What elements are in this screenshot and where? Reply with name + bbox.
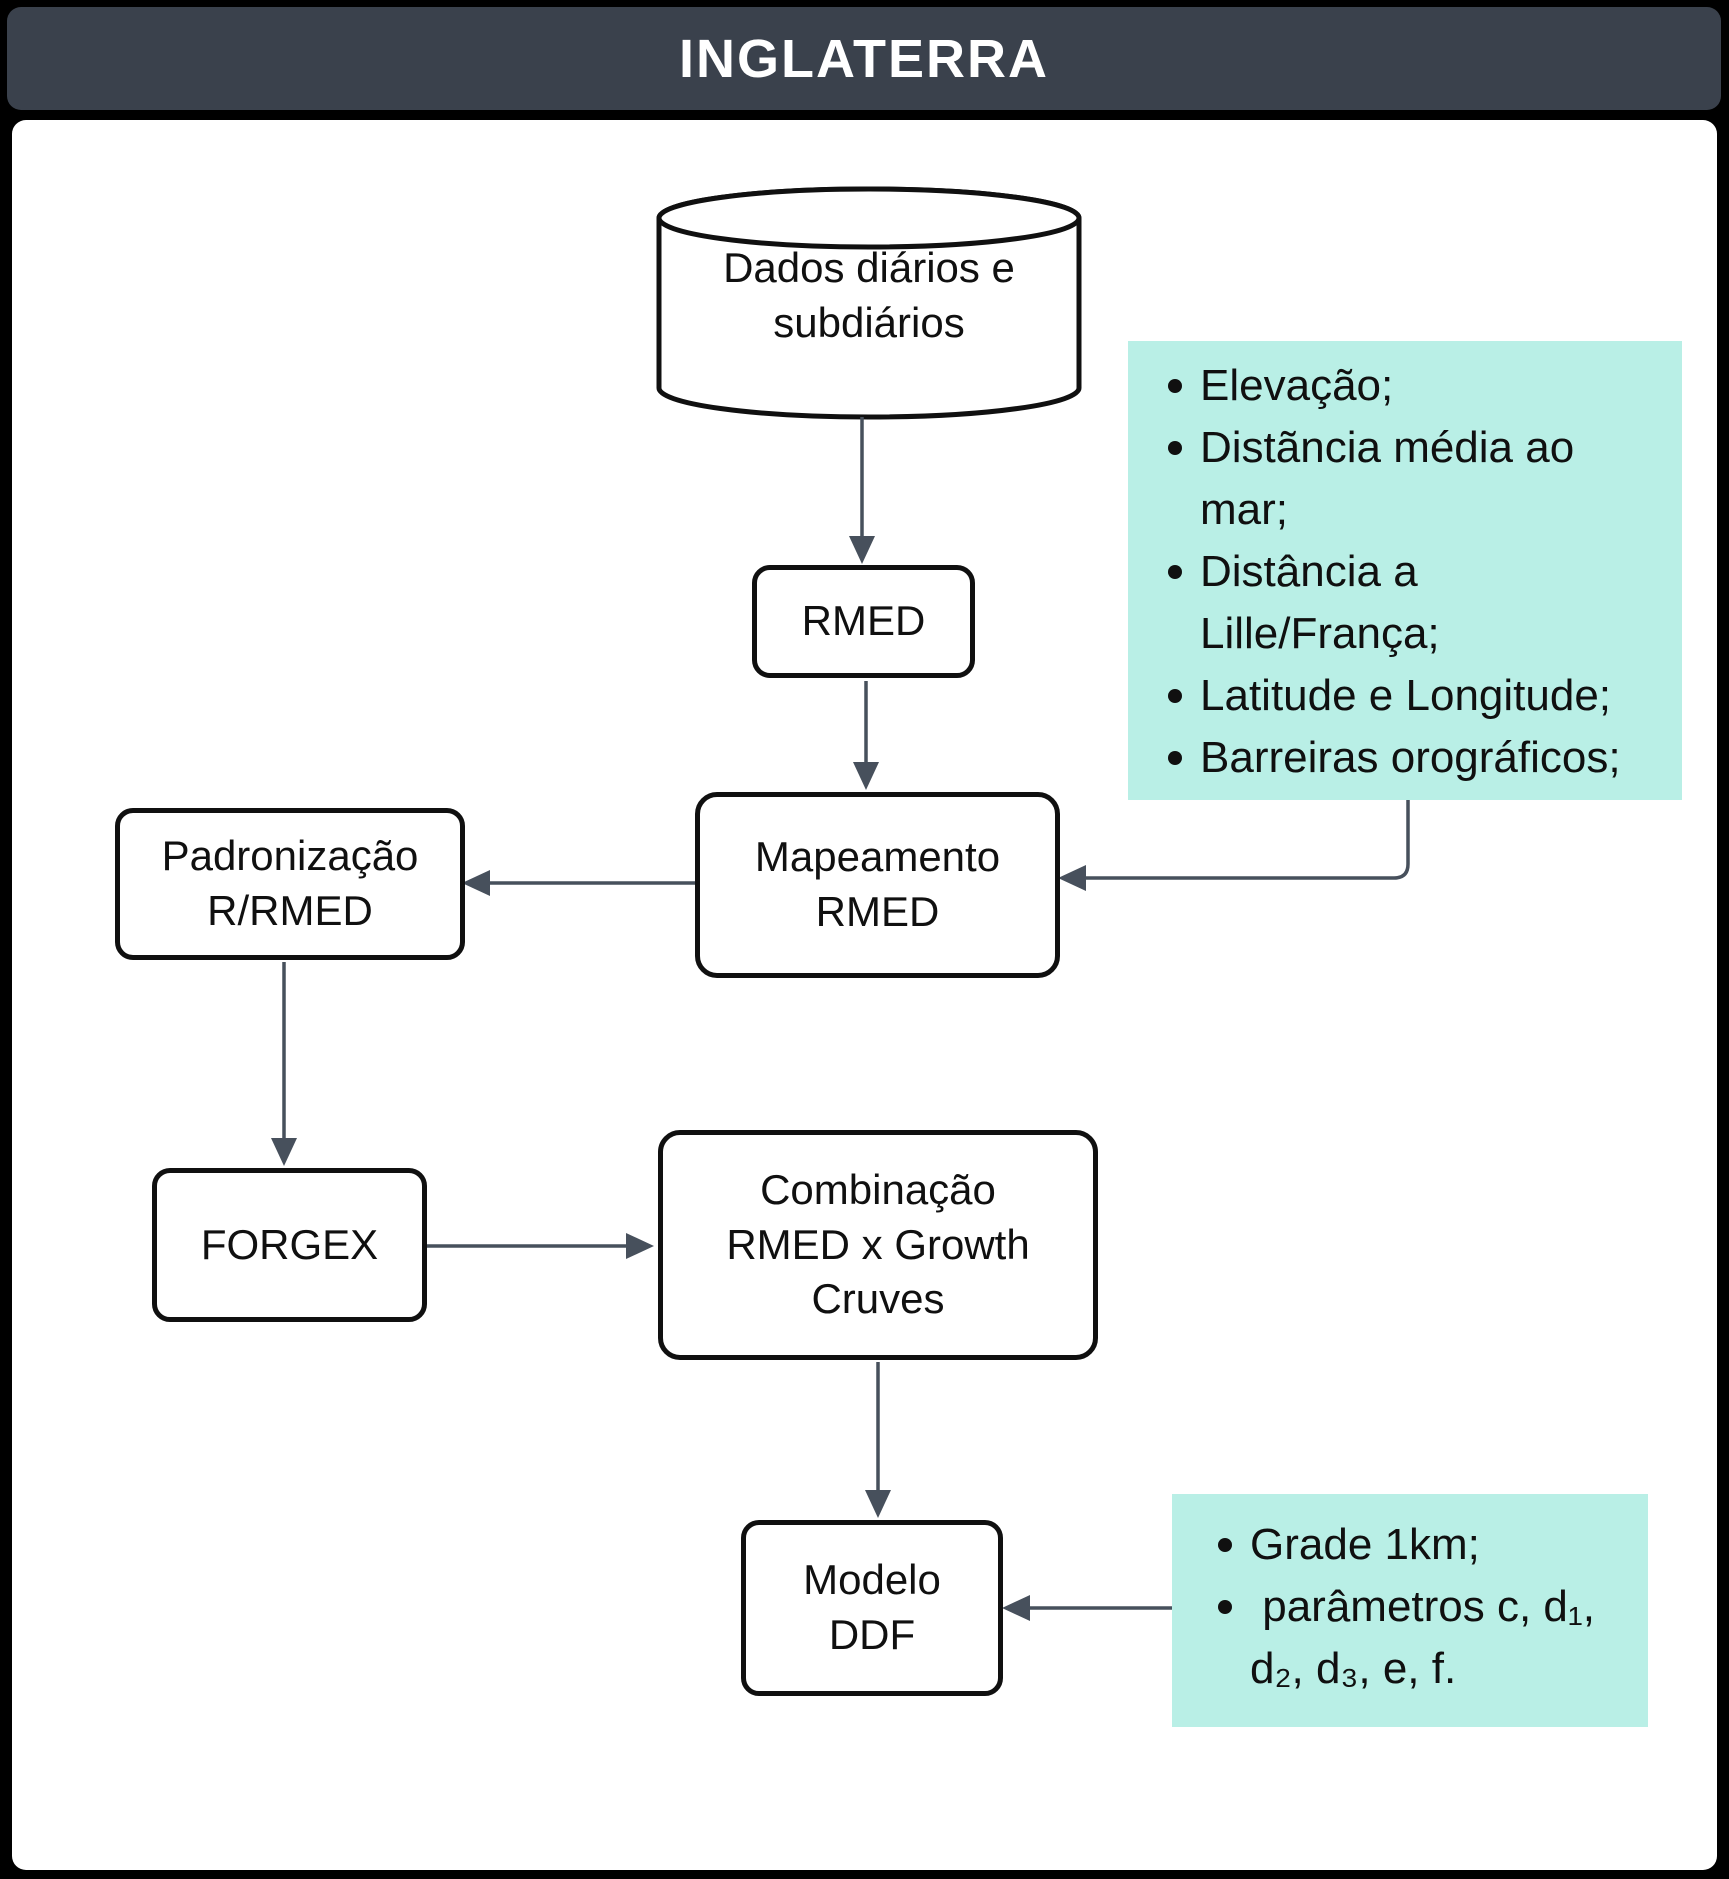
- note-item-text: Elevação;: [1200, 361, 1394, 410]
- node-forgex-label: FORGEX: [200, 1220, 379, 1268]
- note-item-text: Distãncia média ao mar;: [1200, 423, 1575, 534]
- node-padronizacao-label: Padronização R/RMED: [161, 832, 419, 934]
- note-item: Distãncia média ao mar;: [1168, 417, 1672, 541]
- node-rmed: RMED: [752, 565, 975, 678]
- note-mapeamento-factors: Elevação; Distãncia média ao mar; Distân…: [1128, 341, 1682, 800]
- arrow-combinacao-to-modelo: [865, 1362, 891, 1518]
- node-rmed-label: RMED: [801, 597, 926, 645]
- note-item-text: Barreiras orográficos;: [1200, 733, 1621, 782]
- bullet-dot-icon: [1168, 689, 1182, 703]
- node-datastore-label: Dados diários e subdiários: [723, 244, 1015, 347]
- note-item-text: Distância a Lille/França;: [1200, 547, 1440, 658]
- arrow-note-params-to-modelo: [1002, 1595, 1172, 1621]
- note-item: Latitude e Longitude;: [1168, 665, 1672, 727]
- arrow-forgex-to-combinacao: [427, 1233, 654, 1259]
- note-modelo-params: Grade 1km; parâmetros c, d₁, d₂, d₃, e, …: [1172, 1494, 1648, 1727]
- note-item: Barreiras orográficos;: [1168, 727, 1672, 789]
- node-combinacao-label: Combinação RMED x Growth Cruves: [726, 1166, 1030, 1323]
- arrow-note-factors-to-mapeamento: [1058, 800, 1410, 891]
- bullet-dot-icon: [1218, 1600, 1232, 1614]
- node-forgex: FORGEX: [152, 1168, 427, 1322]
- note-item: parâmetros c, d₁, d₂, d₃, e, f.: [1218, 1576, 1638, 1700]
- bullet-dot-icon: [1168, 565, 1182, 579]
- header-title: INGLATERRA: [679, 28, 1049, 89]
- note-item-text: Grade 1km;: [1250, 1520, 1480, 1569]
- arrow-mapeamento-to-padronizacao: [462, 870, 695, 896]
- note-item: Distância a Lille/França;: [1168, 541, 1672, 665]
- arrow-padronizacao-to-forgex: [271, 962, 297, 1166]
- note-item-text: parâmetros c, d₁, d₂, d₃, e, f.: [1250, 1582, 1595, 1693]
- header-bar: INGLATERRA: [7, 7, 1721, 110]
- arrow-datastore-to-rmed: [849, 417, 875, 564]
- node-mapeamento-label: Mapeamento RMED: [754, 833, 1001, 935]
- bullet-dot-icon: [1218, 1538, 1232, 1552]
- arrow-rmed-to-mapeamento: [853, 681, 879, 790]
- database-cylinder: [656, 186, 1082, 420]
- node-modelo: Modelo DDF: [741, 1520, 1003, 1696]
- node-mapeamento: Mapeamento RMED: [695, 792, 1060, 978]
- bullet-dot-icon: [1168, 379, 1182, 393]
- note-item: Grade 1km;: [1218, 1514, 1638, 1576]
- bullet-dot-icon: [1168, 441, 1182, 455]
- node-padronizacao: Padronização R/RMED: [115, 808, 465, 960]
- note-item-text: Latitude e Longitude;: [1200, 671, 1612, 720]
- node-combinacao: Combinação RMED x Growth Cruves: [658, 1130, 1098, 1360]
- note-item: Elevação;: [1168, 355, 1672, 417]
- node-modelo-label: Modelo DDF: [803, 1556, 941, 1658]
- bullet-dot-icon: [1168, 751, 1182, 765]
